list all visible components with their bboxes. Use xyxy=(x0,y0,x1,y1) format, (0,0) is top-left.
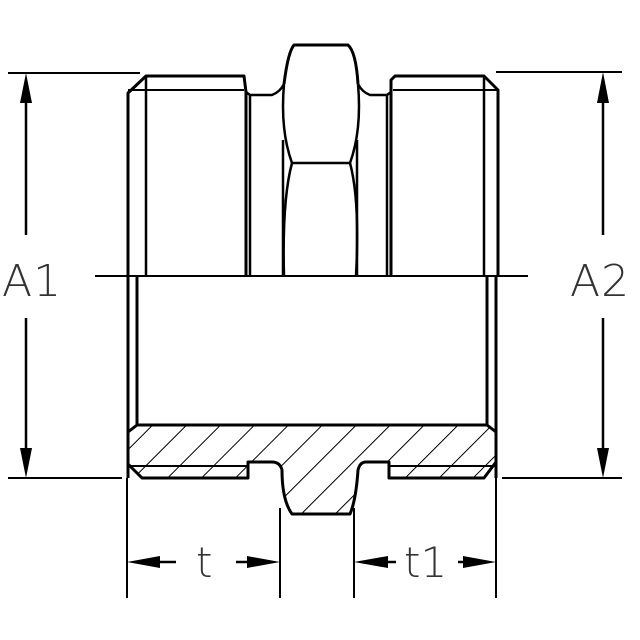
dimension-t1 xyxy=(353,478,497,598)
label-t: t xyxy=(196,538,213,587)
fitting-outer-view xyxy=(126,43,500,277)
label-t1: t1 xyxy=(404,538,448,587)
fitting-section-view xyxy=(126,276,498,516)
dimension-a2 xyxy=(496,71,622,479)
dimension-t xyxy=(126,478,281,598)
dimension-a1 xyxy=(8,72,140,479)
label-a1: A1 xyxy=(2,256,63,307)
label-a2: A2 xyxy=(570,256,631,307)
